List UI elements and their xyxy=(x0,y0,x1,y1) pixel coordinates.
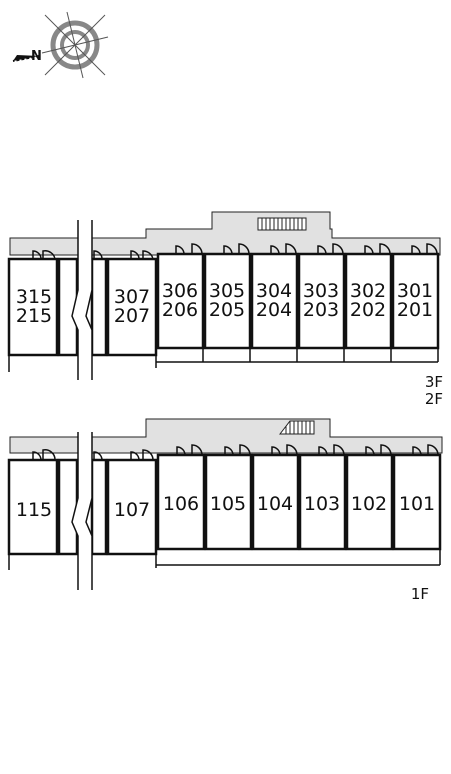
compass-icon xyxy=(12,11,109,79)
room-number: 203 xyxy=(303,299,339,321)
room-number: 306 xyxy=(162,280,198,302)
upper-corridor-right xyxy=(91,211,441,256)
room-box xyxy=(204,453,253,551)
room-box xyxy=(392,453,442,551)
room-box xyxy=(251,453,300,551)
room-number: 204 xyxy=(256,299,292,321)
first-floor-block: 115 107 106 105 104 103 102 101 1F xyxy=(7,418,443,603)
floor-label: 1F xyxy=(411,585,429,603)
room-box xyxy=(391,252,440,350)
room-box xyxy=(156,453,206,551)
room-box xyxy=(203,252,252,350)
room-number: 201 xyxy=(397,299,433,321)
upper-room-labels: 315 215 307 207 306 206 305 205 304 204 … xyxy=(16,280,433,327)
room-box xyxy=(250,252,299,350)
room-number: 202 xyxy=(350,299,386,321)
lower-stair xyxy=(278,420,315,435)
room-box xyxy=(345,453,394,551)
compass-north-label: N xyxy=(31,49,42,64)
room-box xyxy=(90,257,108,357)
room-box xyxy=(7,257,59,357)
room-number: 205 xyxy=(209,299,245,321)
room-number: 305 xyxy=(209,280,245,302)
upper-break-mark xyxy=(71,220,93,380)
room-number: 107 xyxy=(114,499,150,521)
lower-break-mark xyxy=(71,432,93,590)
lower-corridor xyxy=(9,436,79,454)
room-box xyxy=(106,257,158,357)
room-number: 106 xyxy=(163,493,199,515)
room-number: 115 xyxy=(16,499,52,521)
upper-stair xyxy=(257,217,307,231)
room-number: 302 xyxy=(350,280,386,302)
room-box xyxy=(90,458,108,556)
room-box xyxy=(298,453,347,551)
first-floor-room-labels: 115 107 106 105 104 103 102 101 xyxy=(16,493,435,521)
room-number: 206 xyxy=(162,299,198,321)
room-number: 307 xyxy=(114,286,150,308)
room-number: 104 xyxy=(257,493,293,515)
room-number: 207 xyxy=(114,305,150,327)
room-number: 301 xyxy=(397,280,433,302)
lower-corridor-right xyxy=(91,418,443,454)
room-number: 315 xyxy=(16,286,52,308)
room-box xyxy=(156,252,205,350)
floor-label: 2F xyxy=(425,390,443,408)
room-number: 103 xyxy=(304,493,340,515)
room-number: 215 xyxy=(16,305,52,327)
room-number: 105 xyxy=(210,493,246,515)
room-number: 101 xyxy=(399,493,435,515)
room-box xyxy=(57,458,79,556)
floor-label: 3F xyxy=(425,373,443,391)
room-number: 303 xyxy=(303,280,339,302)
upper-floors-block: 315 215 307 207 306 206 305 205 304 204 … xyxy=(7,211,443,408)
upper-corridor xyxy=(9,237,79,256)
room-box xyxy=(344,252,393,350)
room-number: 304 xyxy=(256,280,292,302)
room-number: 102 xyxy=(351,493,387,515)
room-box xyxy=(297,252,346,350)
